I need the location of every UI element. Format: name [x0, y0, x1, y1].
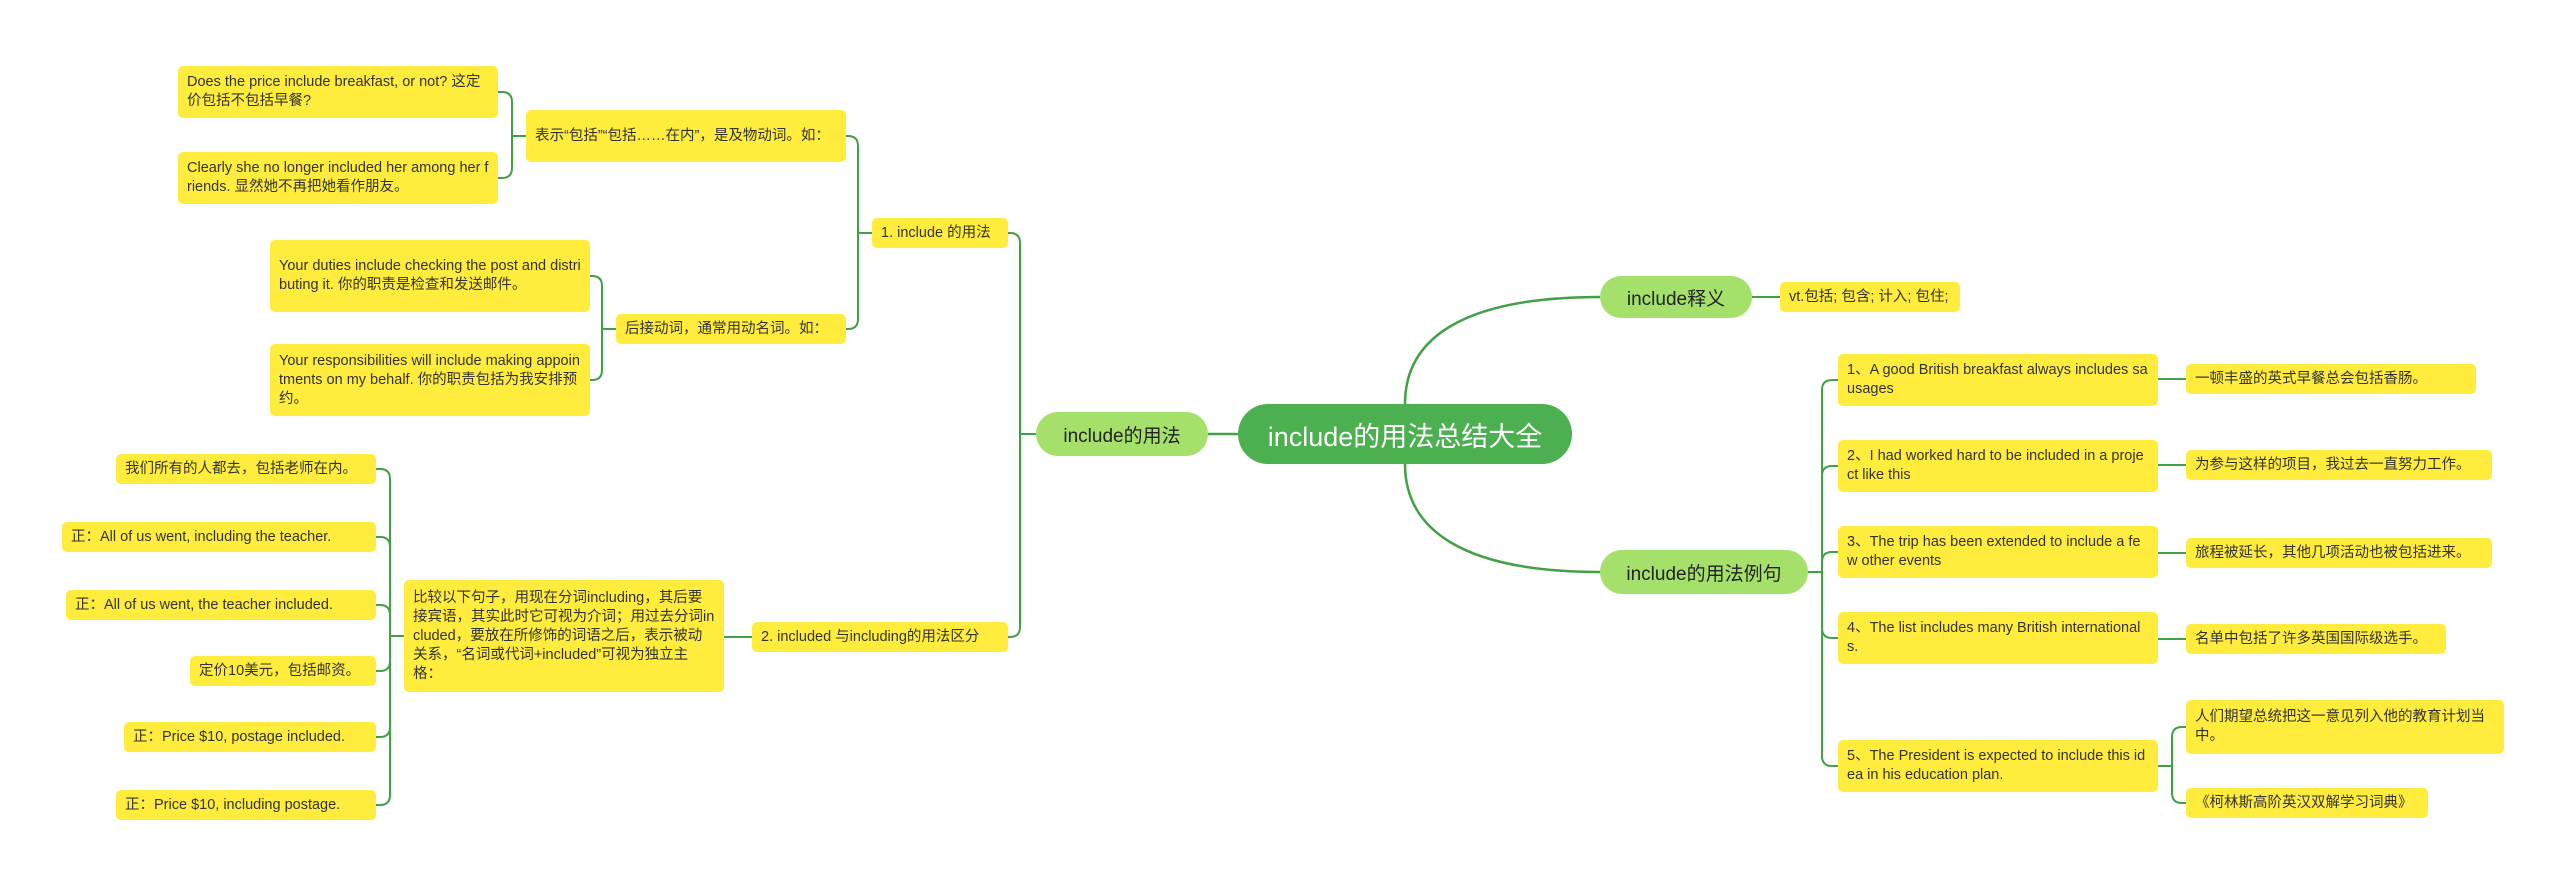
root-topic[interactable]: include的用法总结大全	[1238, 404, 1572, 464]
example-sentence-en-text: 3、The trip has been extended to include …	[1847, 534, 2141, 569]
usage-sub1-b-example-2[interactable]: Your responsibilities will include makin…	[270, 344, 590, 416]
usage-sub1-a-example-2[interactable]: Clearly she no longer included her among…	[178, 152, 498, 204]
connector-line	[1821, 572, 1838, 767]
branch-usage-label: include的用法	[1063, 425, 1181, 447]
example-translation-zh[interactable]: 为参与这样的项目，我过去一直努力工作。	[2186, 450, 2492, 480]
connector-line	[1008, 434, 1021, 638]
usage-sub1-node[interactable]: 1. include 的用法	[872, 218, 1008, 248]
comparison-item-text: 正：All of us went, including the teacher.	[71, 528, 332, 545]
branch-meaning-label: include释义	[1626, 288, 1726, 310]
comparison-item-text: 正：Price $10, including postage.	[125, 796, 341, 813]
example-source-node[interactable]: 《柯林斯高阶英汉双解学习词典》	[2186, 788, 2428, 818]
connector-line	[376, 536, 391, 636]
comparison-item[interactable]: 正：All of us went, the teacher included.	[66, 590, 376, 620]
example-sentence-en-text: 4、The list includes many British interna…	[1847, 620, 2141, 655]
comparison-item-text: 定价10美元，包括邮资。	[199, 662, 361, 679]
usage-sub1-b-example-2-text: Your responsibilities will include makin…	[279, 352, 580, 407]
connector-line	[498, 91, 513, 136]
connector-line	[376, 636, 391, 738]
usage-sub1-a-node[interactable]: 表示“包括”“包括……在内”，是及物动词。如：	[526, 110, 846, 162]
example-sentence-en-text: 1、A good British breakfast always includ…	[1847, 362, 2148, 397]
example-sentence-en-text: 2、I had worked hard to be included in a …	[1847, 448, 2144, 483]
usage-sub1-a-example-2-text: Clearly she no longer included her among…	[187, 160, 489, 195]
example-translation-zh[interactable]: 旅程被延长，其他几项活动也被包括进来。	[2186, 538, 2492, 568]
usage-sub2-a-node[interactable]: 比较以下句子，用现在分词including，其后要接宾语，其实此时它可视为介词；…	[404, 580, 724, 692]
usage-sub2-node[interactable]: 2. included 与including的用法区分	[752, 622, 1008, 652]
example-translation-zh[interactable]: 名单中包括了许多英国国际级选手。	[2186, 624, 2446, 654]
connector-line	[2171, 726, 2186, 766]
connector-line	[376, 636, 391, 806]
comparison-item[interactable]: 我们所有的人都去，包括老师在内。	[116, 454, 376, 484]
connector-line	[846, 135, 859, 233]
usage-sub1-a-example-1-text: Does the price include breakfast, or not…	[187, 74, 481, 109]
connector-line	[376, 468, 391, 636]
connector-line	[1403, 463, 1601, 574]
usage-sub1-a-label: 表示“包括”“包括……在内”，是及物动词。如：	[535, 127, 830, 144]
usage-sub1-b-example-1-text: Your duties include checking the post an…	[279, 258, 581, 293]
example-translation-zh-text: 人们期望总统把这一意见列入他的教育计划当中。	[2195, 709, 2485, 744]
example-sentence-en[interactable]: 2、I had worked hard to be included in a …	[1838, 440, 2158, 492]
example-translation-zh-text: 为参与这样的项目，我过去一直努力工作。	[2195, 456, 2471, 473]
connector-line	[1821, 379, 1838, 572]
branch-examples-label: include的用法例句	[1626, 563, 1782, 585]
comparison-item[interactable]: 正：Price $10, including postage.	[116, 790, 376, 820]
connector-line	[1821, 551, 1838, 572]
branch-meaning[interactable]: include释义	[1600, 276, 1752, 318]
example-sentence-en[interactable]: 1、A good British breakfast always includ…	[1838, 354, 2158, 406]
usage-sub2-a-label: 比较以下句子，用现在分词including，其后要接宾语，其实此时它可视为介词；…	[413, 589, 715, 682]
branch-usage[interactable]: include的用法	[1036, 412, 1208, 456]
connector-line	[1821, 572, 1838, 639]
connector-line	[498, 136, 513, 179]
example-sentence-en[interactable]: 4、The list includes many British interna…	[1838, 612, 2158, 664]
root-topic-label: include的用法总结大全	[1267, 421, 1543, 452]
example-translation-zh[interactable]: 人们期望总统把这一意见列入他的教育计划当中。	[2186, 700, 2504, 754]
example-translation-zh[interactable]: 一顿丰盛的英式早餐总会包括香肠。	[2186, 364, 2476, 394]
connector-line	[1821, 465, 1838, 572]
connector-line	[1403, 295, 1601, 405]
connector-line	[590, 329, 603, 381]
branch-examples[interactable]: include的用法例句	[1600, 550, 1808, 594]
comparison-item[interactable]: 定价10美元，包括邮资。	[190, 656, 376, 686]
example-translation-zh-text: 一顿丰盛的英式早餐总会包括香肠。	[2195, 370, 2427, 387]
connector-line	[2171, 766, 2186, 804]
example-source-text: 《柯林斯高阶英汉双解学习词典》	[2195, 794, 2413, 811]
connector-line	[376, 604, 391, 636]
usage-sub1-b-label: 后接动词，通常用动名词。如：	[625, 320, 828, 337]
connector-line	[846, 233, 859, 330]
meaning-value-node[interactable]: vt.包括; 包含; 计入; 包住;	[1780, 282, 1960, 312]
example-sentence-en[interactable]: 3、The trip has been extended to include …	[1838, 526, 2158, 578]
meaning-value-text: vt.包括; 包含; 计入; 包住;	[1789, 288, 1949, 305]
example-translation-zh-text: 旅程被延长，其他几项活动也被包括进来。	[2195, 544, 2471, 561]
example-translation-zh-text: 名单中包括了许多英国国际级选手。	[2195, 630, 2427, 647]
comparison-item[interactable]: 正：Price $10, postage included.	[124, 722, 376, 752]
example-sentence-en[interactable]: 5、The President is expected to include t…	[1838, 740, 2158, 792]
connector-line	[1008, 232, 1021, 434]
comparison-item-text: 正：Price $10, postage included.	[133, 728, 345, 745]
example-sentence-en-text: 5、The President is expected to include t…	[1847, 748, 2146, 783]
comparison-item[interactable]: 正：All of us went, including the teacher.	[62, 522, 376, 552]
comparison-item-text: 我们所有的人都去，包括老师在内。	[125, 460, 357, 477]
usage-sub1-b-example-1[interactable]: Your duties include checking the post an…	[270, 240, 590, 312]
connector-line	[376, 636, 391, 672]
connector-line	[590, 275, 603, 329]
comparison-item-text: 正：All of us went, the teacher included.	[75, 596, 333, 613]
usage-sub1-label: 1. include 的用法	[881, 224, 991, 241]
usage-sub2-label: 2. included 与including的用法区分	[761, 628, 980, 645]
usage-sub1-b-node[interactable]: 后接动词，通常用动名词。如：	[616, 314, 846, 344]
usage-sub1-a-example-1[interactable]: Does the price include breakfast, or not…	[178, 66, 498, 118]
